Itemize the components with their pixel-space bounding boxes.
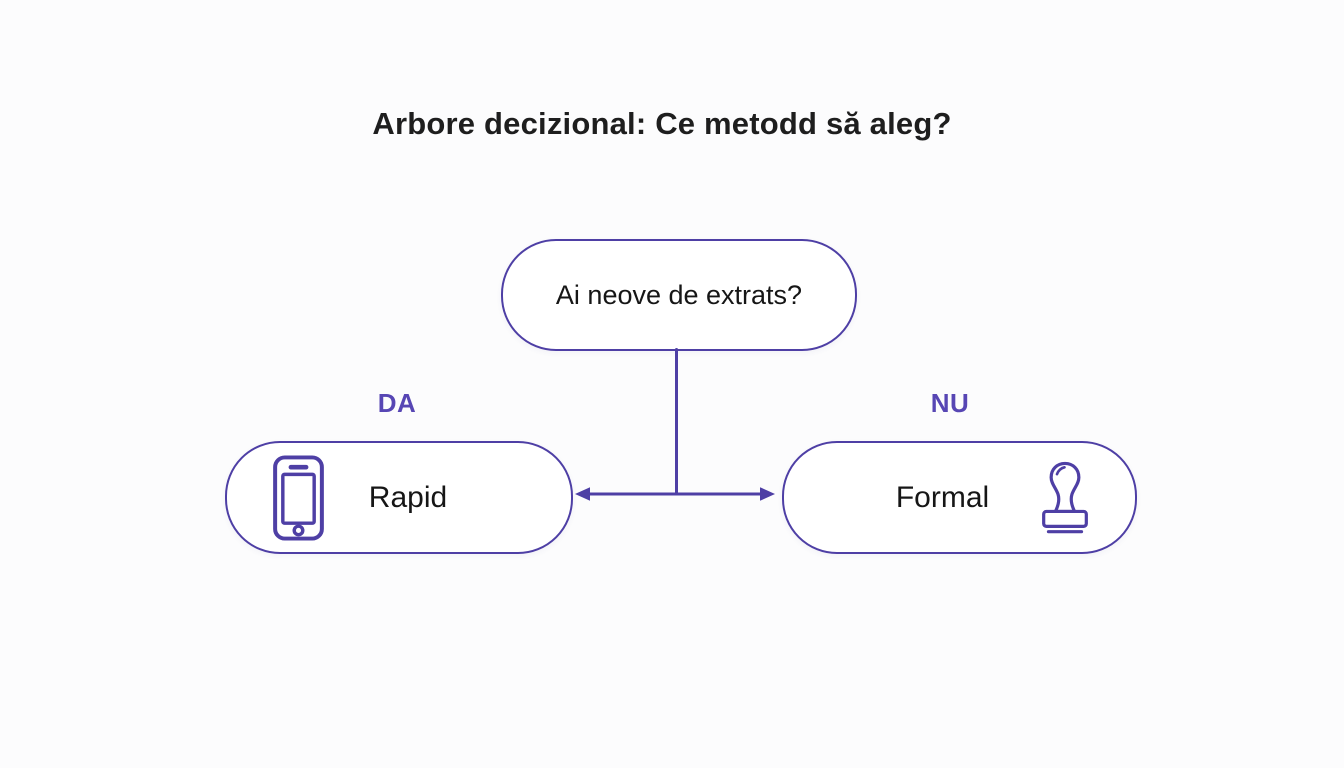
arrowhead-right-icon	[760, 487, 775, 501]
page-title: Arbore decizional: Ce metodd să aleg?	[372, 106, 952, 141]
leaf-node-formal: Formal	[782, 441, 1137, 554]
branch-label-yes: DA	[377, 388, 417, 418]
leaf-label-rapid: Rapid	[368, 480, 448, 514]
arrowhead-left-icon	[575, 487, 590, 501]
branch-label-no: NU	[930, 388, 970, 418]
leaf-node-rapid: Rapid	[225, 441, 573, 554]
root-question-text: Ai neove de extrats?	[555, 279, 803, 310]
stamp-icon	[1042, 461, 1088, 534]
smartphone-icon	[273, 455, 324, 541]
leaf-label-formal: Formal	[895, 480, 990, 514]
root-question-node: Ai neove de extrats?	[501, 239, 857, 351]
connector-arrow-line	[575, 487, 775, 501]
connector-vertical-line	[675, 348, 678, 494]
